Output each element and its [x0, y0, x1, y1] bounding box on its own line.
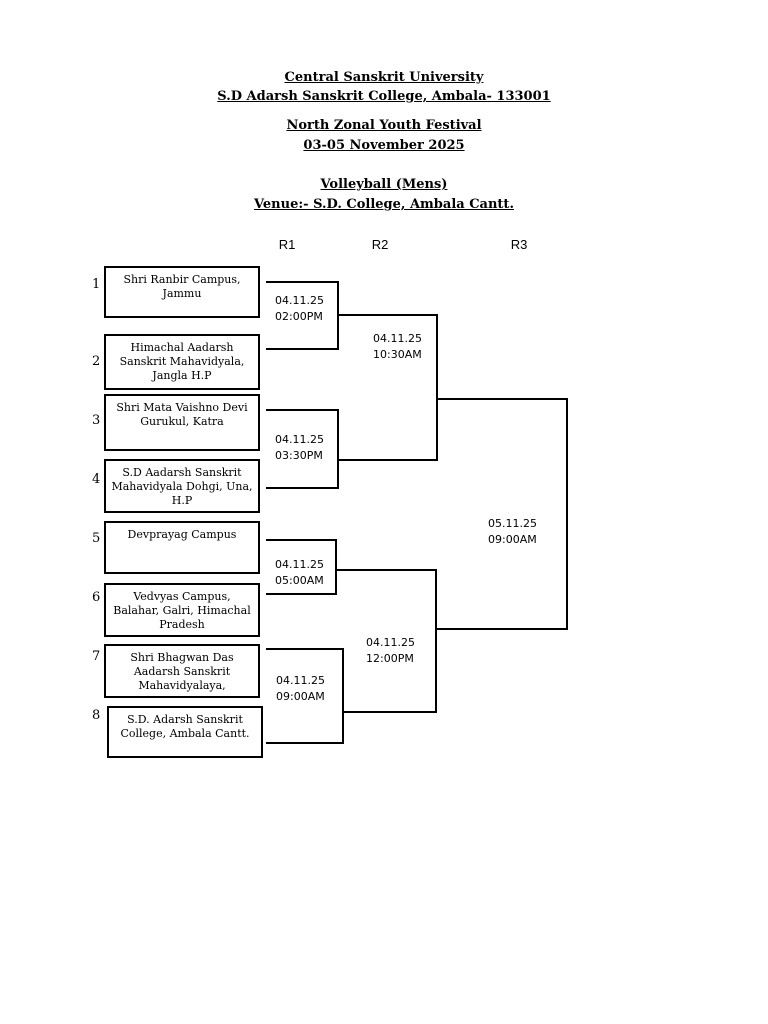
bracket-line	[337, 569, 437, 571]
seed-number: 3	[92, 413, 101, 428]
match-schedule-r1: 04.11.25 03:30PM	[275, 432, 324, 464]
bracket-line	[266, 648, 344, 650]
bracket-line	[566, 398, 568, 630]
bracket-line	[266, 742, 344, 744]
bracket-line	[266, 281, 339, 283]
festival-title: North Zonal Youth Festival	[286, 118, 482, 133]
bracket-line	[437, 628, 568, 630]
bracket-line	[436, 314, 438, 461]
team-box: Shri Bhagwan Das Aadarsh Sanskrit Mahavi…	[104, 644, 260, 698]
bracket-line	[266, 348, 339, 350]
bracket-line	[435, 569, 437, 713]
seed-number: 5	[92, 531, 101, 546]
bracket-line	[339, 459, 438, 461]
team-box: Devprayag Campus	[104, 521, 260, 574]
match-date: 04.11.25	[373, 332, 422, 345]
match-time: 05:00AM	[275, 574, 324, 587]
team-box: Himachal Aadarsh Sanskrit Mahavidyala, J…	[104, 334, 260, 390]
match-time: 10:30AM	[373, 348, 422, 361]
university-title: Central Sanskrit University	[284, 70, 484, 85]
match-time: 12:00PM	[366, 652, 414, 665]
bracket-line	[337, 281, 339, 350]
match-date: 04.11.25	[275, 558, 324, 571]
bracket-line	[335, 539, 337, 595]
seed-number: 2	[92, 354, 101, 369]
college-title: S.D Adarsh Sanskrit College, Ambala- 133…	[217, 89, 551, 104]
match-time: 09:00AM	[488, 533, 537, 546]
seed-number: 7	[92, 649, 101, 664]
bracket-line	[339, 314, 438, 316]
round-label-r1: R1	[278, 237, 296, 252]
team-box: Vedvyas Campus, Balahar, Galri, Himachal…	[104, 583, 260, 637]
match-schedule-r1: 04.11.25 09:00AM	[276, 673, 325, 705]
team-box: S.D. Adarsh Sanskrit College, Ambala Can…	[107, 706, 263, 758]
match-schedule-r1: 04.11.25 02:00PM	[275, 293, 324, 325]
bracket-line	[438, 398, 568, 400]
team-box: S.D Aadarsh Sanskrit Mahavidyala Dohgi, …	[104, 459, 260, 513]
bracket-line	[266, 409, 339, 411]
festival-dates: 03-05 November 2025	[303, 138, 465, 153]
match-schedule-r1: 04.11.25 05:00AM	[275, 557, 324, 589]
match-time: 02:00PM	[275, 310, 323, 323]
match-time: 03:30PM	[275, 449, 323, 462]
team-box: Shri Ranbir Campus, Jammu	[104, 266, 260, 318]
match-schedule-r2: 04.11.25 12:00PM	[366, 635, 415, 667]
round-label-r3: R3	[510, 237, 528, 252]
match-date: 04.11.25	[275, 433, 324, 446]
bracket-line	[337, 409, 339, 489]
event-title: Volleyball (Mens)	[320, 177, 448, 192]
round-label-r2: R2	[371, 237, 389, 252]
bracket-line	[266, 593, 337, 595]
bracket-line	[342, 648, 344, 744]
seed-number: 8	[92, 708, 101, 723]
venue-line: Venue:- S.D. College, Ambala Cantt.	[254, 197, 514, 212]
match-date: 04.11.25	[276, 674, 325, 687]
seed-number: 4	[92, 472, 101, 487]
bracket-line	[344, 711, 437, 713]
match-date: 04.11.25	[275, 294, 324, 307]
seed-number: 1	[92, 277, 101, 292]
match-date: 05.11.25	[488, 517, 537, 530]
seed-number: 6	[92, 590, 101, 605]
match-schedule-r3: 05.11.25 09:00AM	[488, 516, 537, 548]
team-box: Shri Mata Vaishno Devi Gurukul, Katra	[104, 394, 260, 451]
bracket-line	[266, 487, 339, 489]
match-time: 09:00AM	[276, 690, 325, 703]
match-date: 04.11.25	[366, 636, 415, 649]
match-schedule-r2: 04.11.25 10:30AM	[373, 331, 422, 363]
bracket-line	[266, 539, 337, 541]
